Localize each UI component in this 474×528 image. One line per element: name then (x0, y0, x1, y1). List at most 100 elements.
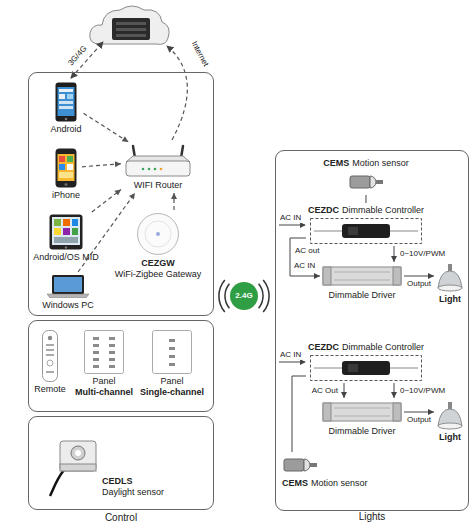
gateway-icon (136, 212, 180, 256)
free-label: AC IN (279, 213, 302, 223)
cloud-server (112, 18, 150, 40)
node-text: Multi-channel (75, 387, 133, 398)
edge-label: AC Out (311, 386, 339, 396)
edge-label: Output (406, 415, 432, 425)
node-text: CEDLS (102, 476, 133, 487)
arrow-head (314, 273, 320, 279)
panels-icon (152, 330, 192, 374)
motion-sensor: CEMSMotion sensor (280, 452, 370, 491)
laptop-icon (47, 274, 89, 298)
internet-link (167, 46, 187, 140)
dimmable-driver: Dimmable Driver (320, 398, 404, 439)
free-label: 3G/4G (66, 43, 91, 69)
dimmable-controller: CEZDCDimmable Controller (306, 340, 426, 383)
text-group: CEZGWWiFi-Zigbee Gateway (115, 258, 202, 280)
multi-channel-panel: PanelMulti-channel (73, 328, 135, 400)
text-group: Windows PC (42, 300, 94, 311)
node-text: Remote (34, 384, 66, 395)
lights-panel: LightsCEMSMotion sensorCEZDCDimmable Con… (275, 150, 469, 511)
dimmable-controller: CEZDCDimmable Controller (306, 203, 426, 246)
single-channel-panel: PanelSingle-channel (138, 328, 206, 400)
ctrl-icon (310, 218, 422, 244)
text-group: Dimmable Driver (328, 290, 395, 301)
arrow-head (341, 392, 347, 398)
connector (341, 383, 347, 398)
lamp-icon (436, 402, 464, 430)
node-text: CEZDC (308, 205, 339, 216)
edge-label: 0~10V/PWM (399, 249, 446, 259)
node-text: CEMS (323, 158, 349, 169)
connector-line (365, 195, 366, 203)
edge-label: Output (406, 279, 432, 289)
driver-icon (322, 400, 402, 424)
node-text: Daylight sensor (102, 487, 164, 498)
cloud-server (116, 22, 146, 25)
connector (171, 193, 177, 210)
node-text: CEZDC (308, 342, 339, 353)
text-group: CEMSMotion sensor (282, 478, 368, 489)
node-text: Panel (92, 376, 115, 387)
arrow-head (129, 193, 135, 200)
text-group: Light (439, 294, 461, 305)
node-text: Single-channel (140, 387, 204, 398)
android-phone: Android (48, 80, 83, 137)
node-text: Dimmable Driver (328, 290, 395, 301)
android-icon (55, 82, 77, 122)
daylight-sensor: CEDLSDaylight sensor (46, 436, 166, 500)
connector (290, 238, 320, 279)
node-text: Android (50, 124, 81, 135)
arrow-head (122, 136, 129, 142)
node-text: Panel (160, 376, 183, 387)
node-text: Windows PC (42, 300, 94, 311)
panelm-icon (84, 330, 124, 374)
ac-in-wire (279, 225, 305, 226)
text-group: CEDLSDaylight sensor (102, 476, 164, 498)
lamp-icon (436, 264, 464, 292)
node-text: Light (439, 294, 461, 305)
switch-panel: RemotePanelMulti-channelPanelSingle-chan… (28, 320, 214, 412)
connector-line (292, 376, 306, 452)
ac-in-wire (279, 362, 305, 363)
node-text: WIFI Router (134, 180, 183, 191)
text-group: PanelSingle-channel (140, 376, 204, 398)
connector-line (92, 190, 121, 212)
radio-wave (259, 284, 263, 308)
text-group: CEZDCDimmable Controller (308, 205, 424, 216)
remote: Remote (32, 328, 68, 397)
node-text: iPhone (52, 190, 80, 201)
arrow-head (391, 256, 397, 262)
wifi-router: WIFI Router (121, 142, 195, 193)
windows-pc: Windows PC (40, 272, 96, 313)
node-text: Motion sensor (311, 478, 368, 489)
text-group: WIFI Router (134, 180, 183, 191)
dimmable-driver: Dimmable Driver (320, 262, 404, 303)
node-text: WiFi-Zigbee Gateway (115, 269, 202, 280)
radio-badge: 2.4G (230, 282, 258, 310)
node-text: Android/OS MID (33, 252, 99, 263)
node-text: CEMS (282, 478, 308, 489)
driver-icon (322, 264, 402, 288)
connector (391, 246, 397, 262)
free-label: AC IN (279, 350, 302, 360)
tablet: Android/OS MID (31, 212, 101, 265)
free-label: Internet (189, 39, 212, 69)
text-group: Light (439, 432, 461, 443)
light: Light (434, 262, 466, 307)
node-text: Dimmable Controller (342, 342, 424, 353)
text-group: PanelMulti-channel (75, 376, 133, 398)
edge-label: 0~10V/PWM (399, 386, 446, 396)
router-icon (123, 144, 193, 178)
node-text: Dimmable Controller (342, 205, 424, 216)
text-group: CEMSMotion sensor (323, 158, 409, 169)
remote-icon (42, 330, 58, 382)
text-group: Dimmable Driver (328, 426, 395, 437)
tablet-icon (49, 214, 83, 250)
daylight-icon (48, 438, 98, 498)
motion-sensor: CEMSMotion sensor (321, 156, 411, 195)
connector (92, 190, 121, 212)
connector-line (84, 113, 129, 142)
node-text: Motion sensor (352, 158, 409, 169)
edge-label: AC out (294, 246, 320, 256)
text-group: iPhone (52, 190, 80, 201)
motion-icon (348, 171, 384, 193)
